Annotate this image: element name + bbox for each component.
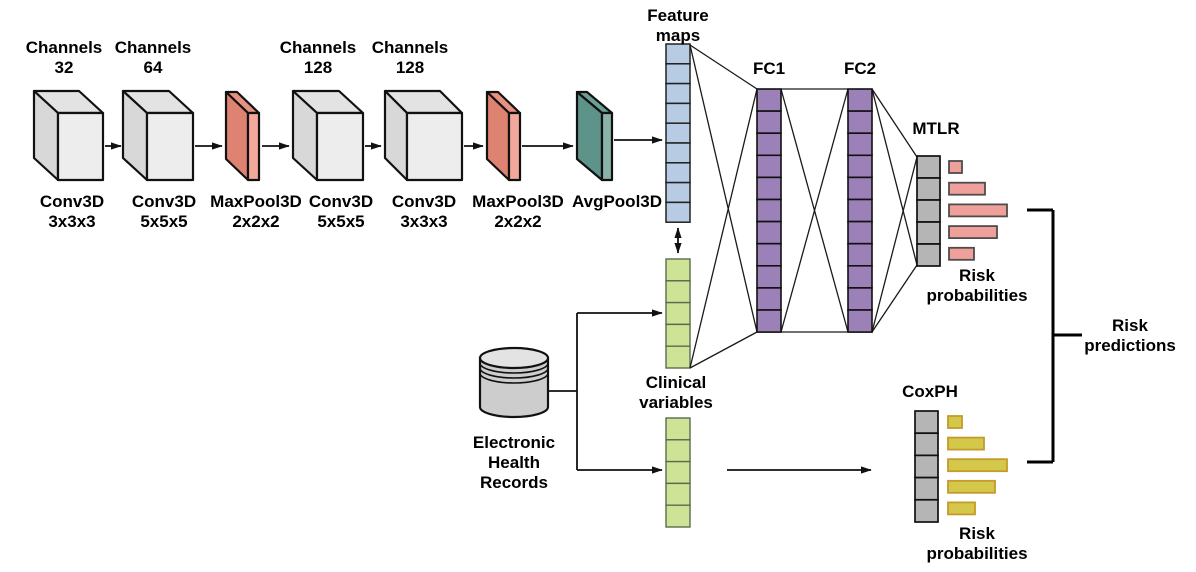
mtlr-stack: [916, 155, 941, 267]
label-line: MTLR: [912, 119, 960, 138]
op-label-avgpool: AvgPool3D: [572, 192, 662, 212]
label-line: 3x3x3: [48, 212, 96, 231]
label-line: Conv3D: [39, 192, 105, 211]
channels-label-4: Channels 128: [372, 38, 449, 78]
label-line: 2x2x2: [232, 212, 280, 231]
clinical-variables-label: Clinical variables: [639, 373, 713, 413]
backbone-arrows: [105, 136, 663, 150]
label-line: predictions: [1084, 336, 1176, 355]
label-line: Channels: [114, 38, 192, 57]
label-line: 64: [143, 58, 163, 77]
label-line: Health: [488, 453, 540, 472]
mtlr-label: MTLR: [912, 119, 959, 139]
label-line: AvgPool3D: [571, 192, 663, 211]
label-line: Channels: [25, 38, 103, 57]
label-line: probabilities: [926, 286, 1028, 305]
mtlr-risk-probabilities-label: Risk probabilities: [926, 266, 1027, 306]
label-line: probabilities: [926, 544, 1028, 563]
coxph-risk-bars: [947, 415, 1008, 516]
label-line: MaxPool3D: [210, 192, 302, 211]
label-line: 5x5x5: [140, 212, 188, 231]
label-line: 5x5x5: [317, 212, 365, 231]
op-label-conv1: Conv3D 3x3x3: [40, 192, 104, 232]
conv3d-block-3: [291, 89, 365, 182]
label-line: 3x3x3: [400, 212, 448, 231]
label-line: Risk: [959, 524, 995, 543]
coxph-stack: [914, 410, 939, 523]
conv3d-block-1: [32, 89, 105, 182]
conv3d-block-4: [383, 89, 464, 182]
label-line: Feature: [647, 6, 709, 25]
ehr-database-icon: [478, 346, 550, 419]
ehr-label: Electronic Health Records: [473, 433, 555, 493]
avgpool3d-block: [575, 90, 614, 182]
op-label-conv2: Conv3D 5x5x5: [132, 192, 196, 232]
op-label-maxpool1: MaxPool3D 2x2x2: [210, 192, 302, 232]
label-line: Channels: [279, 38, 357, 57]
ehr-connectors: [548, 309, 663, 474]
clinical-variables-bottom-stack: [665, 417, 691, 528]
mtlr-risk-bars: [948, 160, 1008, 261]
label-line: Conv3D: [308, 192, 374, 211]
clinical-variables-top-stack: [665, 258, 691, 369]
channels-label-3: Channels 128: [280, 38, 357, 78]
label-line: variables: [639, 393, 713, 412]
label-line: 2x2x2: [494, 212, 542, 231]
label-line: Conv3D: [131, 192, 197, 211]
feature-maps-label: Feature maps: [647, 6, 708, 46]
op-label-conv4: Conv3D 3x3x3: [392, 192, 456, 232]
label-line: Conv3D: [391, 192, 457, 211]
maxpool3d-block-1: [224, 90, 261, 182]
fc2-label: FC2: [844, 59, 876, 79]
label-line: FC2: [843, 59, 877, 78]
label-line: Records: [479, 473, 549, 492]
label-line: Electronic: [472, 433, 556, 452]
fc1-label: FC1: [753, 59, 785, 79]
label-line: Risk: [959, 266, 995, 285]
label-line: 32: [54, 58, 74, 77]
channels-label-2: Channels 64: [115, 38, 192, 78]
label-line: Clinical: [645, 373, 707, 392]
fc2-stack: [847, 88, 873, 333]
conv3d-block-2: [121, 89, 195, 182]
risk-predictions-label: Risk predictions: [1084, 316, 1176, 356]
fc-connection-lines: [689, 44, 918, 369]
coxph-risk-probabilities-label: Risk probabilities: [926, 524, 1027, 564]
op-label-maxpool2: MaxPool3D 2x2x2: [472, 192, 564, 232]
label-line: CoxPH: [902, 382, 958, 401]
label-line: Risk: [1112, 316, 1148, 335]
label-line: Channels: [371, 38, 449, 57]
maxpool3d-block-2: [485, 90, 522, 182]
channels-label-1: Channels 32: [26, 38, 103, 78]
coxph-label: CoxPH: [902, 382, 958, 402]
label-line: 128: [303, 58, 333, 77]
risk-predictions-bracket: [1027, 208, 1082, 464]
label-line: 128: [395, 58, 425, 77]
label-line: maps: [655, 26, 701, 45]
feature-maps-stack: [665, 43, 691, 223]
label-line: FC1: [752, 59, 786, 78]
label-line: MaxPool3D: [472, 192, 564, 211]
op-label-conv3: Conv3D 5x5x5: [309, 192, 373, 232]
fc1-stack: [756, 88, 782, 333]
